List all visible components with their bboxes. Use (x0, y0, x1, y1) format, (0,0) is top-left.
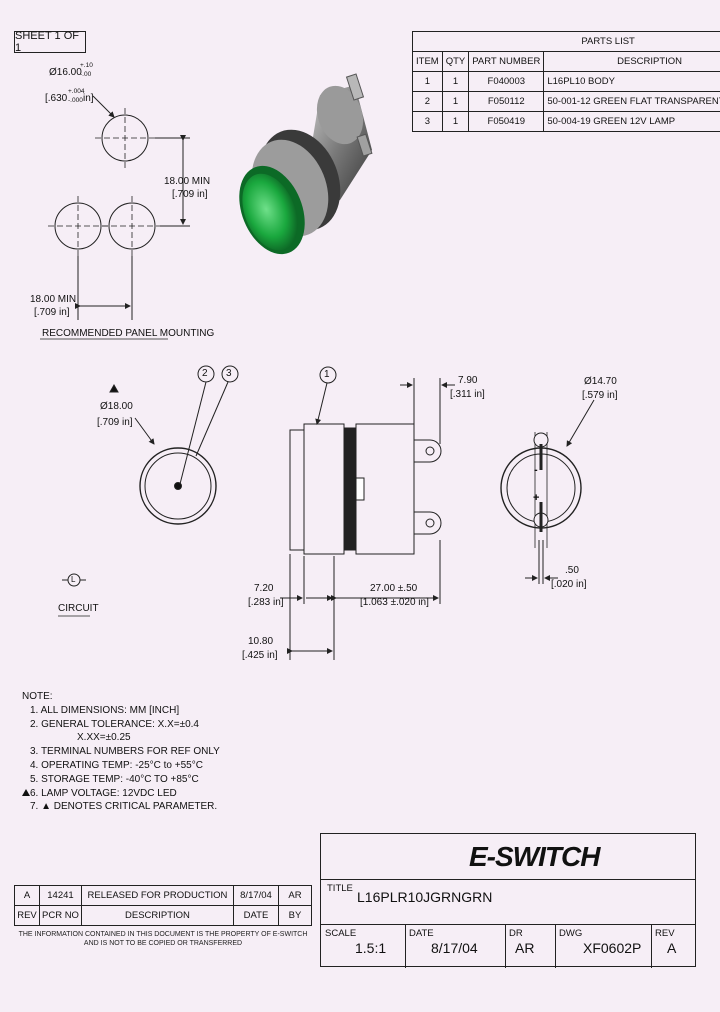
rev-cell: RELEASED FOR PRODUCTION (80, 885, 235, 906)
callout-bubble (221, 365, 239, 383)
rev-value: A (667, 940, 677, 956)
front-dia-in: [.709 in] (97, 417, 133, 428)
mount-vert-in: [.709 in] (172, 189, 208, 200)
mount-dia-tol-minus: -.00 (80, 71, 92, 78)
note-item: 1. ALL DIMENSIONS: MM [INCH] (30, 704, 180, 716)
callout-1: 1 (324, 369, 330, 380)
rev-cell: AR (278, 885, 312, 906)
rev-header: DESCRIPTION (80, 905, 235, 926)
rev-cell: 14241 (39, 885, 82, 906)
side-a-mm: 7.20 (254, 583, 274, 594)
scale-label: SCALE (325, 928, 357, 939)
table-row: 2 1 F050112 50-001-12 GREEN FLAT TRANSPA… (412, 91, 720, 112)
dwg-value: XF0602P (583, 940, 642, 956)
rev-header: REV (14, 905, 40, 926)
rev-cell: A (14, 885, 40, 906)
rear-term-in: [.020 in] (551, 579, 587, 590)
mount-dia-inch-tol-plus: +.004 (68, 88, 85, 95)
circuit-caption: CIRCUIT (58, 603, 99, 614)
switch-3d-render (239, 73, 373, 255)
rev-header: DATE (233, 905, 279, 926)
critical-triangle-icon (109, 383, 119, 393)
date-label: DATE (409, 928, 434, 939)
side-top-in: [.311 in] (450, 389, 485, 400)
side-c-mm: 10.80 (248, 636, 274, 647)
table-row: 3 1 F050419 50-004-19 GREEN 12V LAMP (412, 111, 720, 132)
side-view (280, 366, 455, 660)
note-item: X.XX=±0.25 (77, 732, 131, 744)
disclaimer: THE INFORMATION CONTAINED IN THIS DOCUME… (18, 931, 308, 947)
circuit-diagram (58, 573, 90, 617)
rev-label: REV (655, 928, 675, 939)
note-item: 7. ▲ DENOTES CRITICAL PARAMETER. (30, 801, 218, 813)
dr-value: AR (515, 940, 535, 956)
scale-value: 1.5:1 (355, 940, 387, 956)
sheet-number: SHEET 1 OF 1 (14, 30, 86, 54)
dwg-label: DWG (559, 928, 583, 939)
rear-view (500, 399, 595, 584)
parts-cell: 3 (412, 111, 443, 132)
mounting-hole (108, 202, 156, 250)
mounting-hole (101, 114, 149, 162)
date-value: 8/17/04 (431, 940, 478, 956)
front-view (109, 365, 239, 525)
mounting-hole (54, 202, 102, 250)
side-top-mm: 7.90 (458, 375, 478, 386)
side-b-in: [1.063 ±.020 in] (360, 597, 429, 608)
rear-term-mm: .50 (565, 565, 579, 576)
notes-header: NOTE: (22, 691, 53, 702)
callout-2: 2 (202, 368, 208, 379)
e-switch-logo: E-SWITCH (469, 841, 600, 872)
side-b-mm: 27.00 ±.50 (370, 583, 418, 594)
callout-3: 3 (226, 368, 232, 379)
table-row: REV PCR NO DESCRIPTION DATE BY (14, 905, 312, 926)
mount-horiz-mm: 18.00 MIN (30, 294, 77, 305)
mount-horiz-in: [.709 in] (34, 307, 70, 318)
panel-mounting-diagram (40, 95, 190, 340)
rev-header: PCR NO (39, 905, 82, 926)
title-label: TITLE (327, 883, 353, 894)
drawing-title: L16PLR10JGRNGRN (357, 889, 493, 905)
circuit-lamp-letter: L (71, 575, 76, 584)
mounting-caption: RECOMMENDED PANEL MOUNTING (42, 328, 215, 339)
revision-table: A 14241 RELEASED FOR PRODUCTION 8/17/04 … (14, 885, 312, 926)
parts-cell: F050419 (468, 111, 545, 132)
side-c-in: [.425 in] (242, 650, 278, 661)
mount-dia-label: Ø16.00 (49, 67, 82, 78)
note-item: 5. STORAGE TEMP: -40°C TO +85°C (30, 773, 199, 785)
dr-label: DR (509, 928, 523, 939)
note-item: 6. LAMP VOLTAGE: 12VDC LED (30, 787, 177, 799)
rear-minus: - (534, 464, 538, 476)
note-item: 3. TERMINAL NUMBERS FOR REF ONLY (30, 746, 220, 758)
title-block: E-SWITCH TITLE L16PLR10JGRNGRN SCALE 1.5… (320, 833, 696, 968)
rev-header: BY (278, 905, 312, 926)
mount-dia-inch: [.630 (45, 93, 68, 104)
table-row: 1 1 F040003 L16PL10 BODY (412, 71, 720, 92)
parts-list-table: PARTS LIST ITEM QTY PART NUMBER DESCRIPT… (412, 31, 720, 132)
notes-block: NOTE: 1. ALL DIMENSIONS: MM [INCH] 2. GE… (22, 690, 220, 814)
mount-dia-inch-close: in] (83, 93, 94, 104)
side-a-in: [.283 in] (248, 597, 284, 608)
mount-vert-mm: 18.00 MIN (164, 176, 211, 187)
mount-dia-inch-tol-minus: -.000 (68, 97, 83, 104)
front-dia-mm: Ø18.00 (100, 401, 133, 412)
rev-cell: 8/17/04 (233, 885, 279, 906)
callout-bubble (319, 366, 337, 384)
parts-cell: 50-004-19 GREEN 12V LAMP (543, 111, 720, 132)
mount-dia-tol-plus: +.10 (80, 62, 93, 69)
note-item: 2. GENERAL TOLERANCE: X.X=±0.4 (30, 718, 199, 730)
rear-dia-in: [.579 in] (582, 390, 618, 401)
rear-plus: + (533, 492, 540, 504)
note-item: 4. OPERATING TEMP: -25°C to +55°C (30, 759, 203, 771)
rear-dia-mm: Ø14.70 (584, 376, 617, 387)
table-row: A 14241 RELEASED FOR PRODUCTION 8/17/04 … (14, 885, 312, 906)
critical-triangle-icon (22, 789, 30, 796)
